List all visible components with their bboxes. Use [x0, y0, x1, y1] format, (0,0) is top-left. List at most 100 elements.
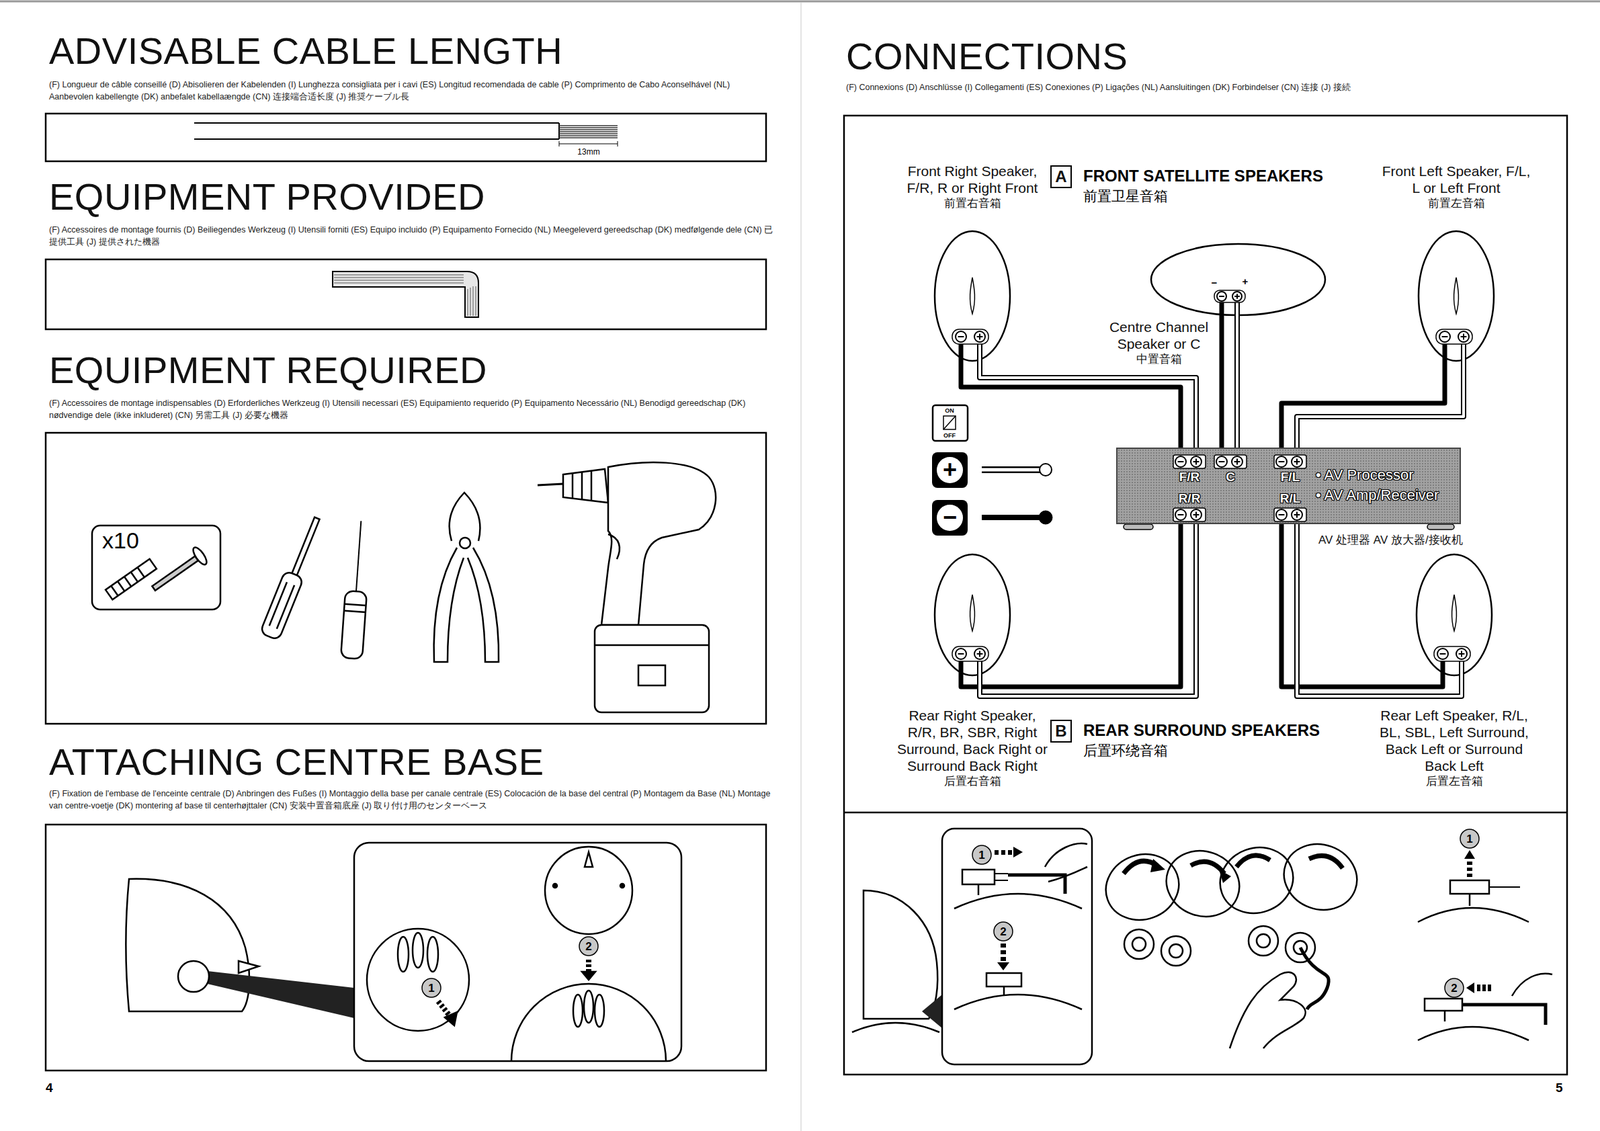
cable-drawing-part-part: [559, 141, 560, 147]
box-letter: B: [1051, 721, 1071, 741]
page-frame-part: [45, 824, 767, 1071]
install-drawing-part: [994, 879, 1008, 881]
hex-key-part: [332, 271, 479, 318]
speaker-outline: [934, 554, 1010, 676]
cable-drawing-part-part: [559, 135, 618, 136]
speaker-label-cn: 中置音箱: [1106, 352, 1211, 367]
centre-base-drawing-part: [397, 936, 409, 972]
group-heading-cn: 前置卫星音箱: [1083, 187, 1168, 205]
install-drawing-part: [1309, 855, 1343, 869]
install-drawing-part: [1000, 950, 1006, 955]
group-heading: FRONT SATELLITE SPEAKERS: [1083, 166, 1324, 187]
hex-key-part-part: [333, 282, 464, 284]
tools-drawing-part: [601, 462, 716, 625]
cable-drawing-part-part: [559, 131, 618, 132]
terminal-post: [1190, 456, 1202, 468]
install-drawing-part: [1150, 858, 1166, 873]
cable-drawing-part-part: [559, 127, 618, 128]
polarity-mark: [958, 335, 965, 338]
centre-base-drawing-part: [354, 842, 682, 1062]
cable-drawing-part-part: [559, 124, 618, 126]
install-drawing-part: [1489, 886, 1521, 888]
page-number: 4: [45, 1080, 54, 1097]
callout-number: 2: [585, 940, 592, 953]
polarity-mark: [1296, 512, 1298, 519]
polarity-mark: [1440, 653, 1447, 655]
tools-drawing-part-part: [340, 590, 367, 660]
tools-drawing-part-part: [344, 610, 366, 613]
cable-clip: [1454, 277, 1459, 314]
cable-drawing-part: [559, 125, 618, 138]
translation-line: (F) Accessoires de montage indispensable…: [49, 397, 775, 422]
install-drawing-part: [1007, 874, 1066, 894]
speaker-wire: [1221, 316, 1223, 455]
terminal-plate: [1436, 329, 1473, 345]
terminal-pair: C: [1212, 454, 1249, 486]
wire-path: [979, 521, 1197, 697]
cable-drawing-part: [194, 138, 560, 140]
centre-base-drawing-part: [126, 878, 250, 1012]
device-label: • AV Amp/Receiver: [1315, 486, 1439, 504]
install-drawing-part: [1468, 893, 1471, 906]
legend-symbol: +: [932, 452, 968, 488]
terminal-post: [1175, 509, 1187, 521]
speaker-caption: Rear Right Speaker, R/R, BR, SBR, Right …: [893, 706, 1052, 789]
cable-drawing-part-part: [559, 133, 618, 134]
install-drawing-part: [954, 994, 1082, 1010]
tools-drawing-part: [563, 469, 609, 503]
tools-drawing-part-part: [291, 517, 320, 576]
polarity-label: +: [1242, 276, 1249, 287]
polarity-mark: [958, 653, 965, 655]
install-drawing-part: [1300, 947, 1329, 1010]
terminal-post: [1216, 456, 1228, 468]
polarity-mark: [1296, 458, 1298, 466]
tools-drawing-part-part: [131, 571, 138, 582]
speaker-shape: [1417, 229, 1496, 363]
speaker-label-cn: 后置右音箱: [893, 774, 1052, 789]
terminal-plate: [1274, 508, 1307, 522]
cable-clip: [970, 277, 976, 314]
install-drawing-part: [1424, 998, 1463, 1011]
polarity-mark: [979, 333, 981, 341]
speaker-caption: Front Right Speaker, F/R, R or Right Fro…: [897, 162, 1048, 212]
install-drawing-part: [986, 973, 1022, 987]
install-drawing-part: [1169, 944, 1183, 958]
terminal-plate: [1214, 454, 1247, 469]
terminal-post: [1458, 331, 1469, 343]
install-drawing-part: [1124, 929, 1154, 959]
centre-base-drawing-part: [422, 978, 441, 998]
speaker-label: Centre Channel Speaker or C: [1106, 318, 1211, 353]
section-heading: ATTACHING CENTRE BASE: [49, 741, 545, 783]
tools-drawing-part-part: [356, 520, 361, 592]
cable-drawing-part: [559, 141, 618, 147]
legend-drawing-part: [1039, 463, 1052, 476]
install-drawing-part: [1444, 978, 1464, 998]
centre-base-drawing-part: [584, 852, 593, 867]
hex-key-part-part: [333, 274, 464, 276]
terminal-post: [955, 331, 967, 343]
tools-drawing-part: [594, 624, 709, 713]
wire-path: [1296, 362, 1464, 455]
install-drawing-part: [1048, 866, 1088, 882]
speaker-outline: [1418, 231, 1494, 361]
centre-base-drawing-part: [412, 932, 424, 968]
tools-drawing-part: [608, 534, 620, 560]
wire-path: [1234, 316, 1240, 455]
cable-clip: [970, 594, 976, 631]
install-drawing-part: [977, 884, 980, 896]
tools-drawing-part-part: [124, 576, 132, 587]
tools-drawing-part: [449, 492, 481, 541]
page-number: 5: [1555, 1080, 1564, 1097]
group-letter-box: B: [1050, 719, 1072, 743]
hex-key-part: [333, 274, 476, 316]
terminal-label: F/L: [1272, 469, 1309, 485]
page-frame-part: [844, 115, 1568, 1075]
terminal-post: [1456, 648, 1467, 660]
centre-base-drawing-part: [544, 846, 633, 935]
tools-drawing-part: [340, 520, 372, 660]
callout-number: 1: [978, 849, 985, 861]
hex-key-part-part: [473, 286, 474, 316]
switch-label: ON: [944, 407, 955, 414]
speaker-wire: [1237, 316, 1238, 455]
page-frame-part: [800, 2, 802, 1131]
